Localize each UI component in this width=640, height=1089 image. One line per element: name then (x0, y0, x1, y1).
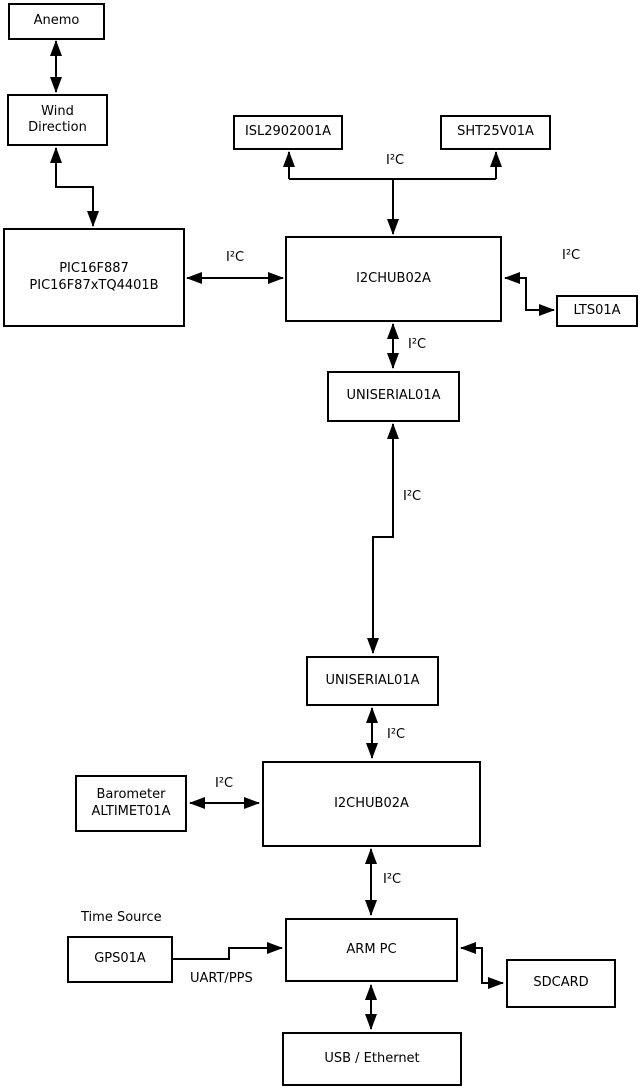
block-i2chub02a-bottom-label: I2CHUB02A (334, 795, 409, 811)
block-barometer-altimet01a-label: Barometer ALTIMET01A (91, 787, 171, 819)
block-arm-pc-label: ARM PC (346, 941, 397, 957)
block-sht25v01a-label: SHT25V01A (457, 124, 534, 140)
edge-label-i2c-hub2-armpc: I²C (383, 872, 402, 887)
block-lts01a-label: LTS01A (573, 302, 621, 318)
block-pic16f887-label: PIC16F887 PIC16F87xTQ4401B (29, 261, 159, 293)
edge-label-i2c-isl-sht: I²C (386, 153, 405, 168)
connector-armpc-sdcard (460, 942, 504, 989)
block-uniserial01a-top: UNISERIAL01A (327, 371, 460, 422)
block-anemo-label: Anemo (33, 13, 80, 29)
block-barometer-altimet01a: Barometer ALTIMET01A (75, 775, 187, 832)
edge-label-uart-pps: UART/PPS (190, 971, 253, 986)
block-arm-pc: ARM PC (285, 918, 458, 982)
connector-uniserial-top-uniserial-bottom (367, 423, 399, 654)
connector-winddirection-pic (50, 147, 99, 227)
edge-label-time-source: Time Source (81, 910, 162, 925)
edge-label-i2c-long-link: I²C (403, 489, 422, 504)
block-sdcard: SDCARD (506, 959, 616, 1008)
block-isl2902001a: ISL2902001A (233, 115, 343, 150)
block-uniserial01a-bottom: UNISERIAL01A (306, 656, 439, 706)
connector-i2chub-top-lts (504, 272, 555, 316)
edge-label-i2c-uniserial-hub2: I²C (387, 727, 406, 742)
block-i2chub02a-bottom: I2CHUB02A (262, 761, 481, 847)
edge-label-i2c-pic-hub: I²C (226, 250, 245, 265)
block-gps01a-label: GPS01A (94, 951, 146, 967)
block-i2chub02a-top: I2CHUB02A (285, 236, 502, 322)
block-usb-ethernet: USB / Ethernet (282, 1032, 462, 1086)
block-anemo: Anemo (8, 3, 105, 40)
edge-label-i2c-lts: I²C (562, 248, 581, 263)
block-sdcard-label: SDCARD (533, 975, 589, 991)
block-sht25v01a: SHT25V01A (440, 115, 551, 150)
block-gps01a: GPS01A (67, 936, 173, 983)
block-i2chub02a-top-label: I2CHUB02A (356, 270, 431, 286)
block-wind-direction-label: Wind Direction (28, 103, 87, 135)
connector-gps-armpc (173, 942, 283, 960)
block-uniserial01a-top-label: UNISERIAL01A (346, 388, 441, 404)
block-lts01a: LTS01A (556, 295, 638, 327)
block-wind-direction: Wind Direction (7, 94, 108, 146)
block-usb-ethernet-label: USB / Ethernet (324, 1050, 420, 1066)
block-pic16f887: PIC16F887 PIC16F87xTQ4401B (3, 228, 185, 327)
edge-label-i2c-barometer: I²C (215, 776, 234, 791)
block-uniserial01a-bottom-label: UNISERIAL01A (325, 672, 420, 688)
block-isl2902001a-label: ISL2902001A (244, 124, 332, 140)
edge-label-i2c-hub-uniserial: I²C (408, 337, 427, 352)
